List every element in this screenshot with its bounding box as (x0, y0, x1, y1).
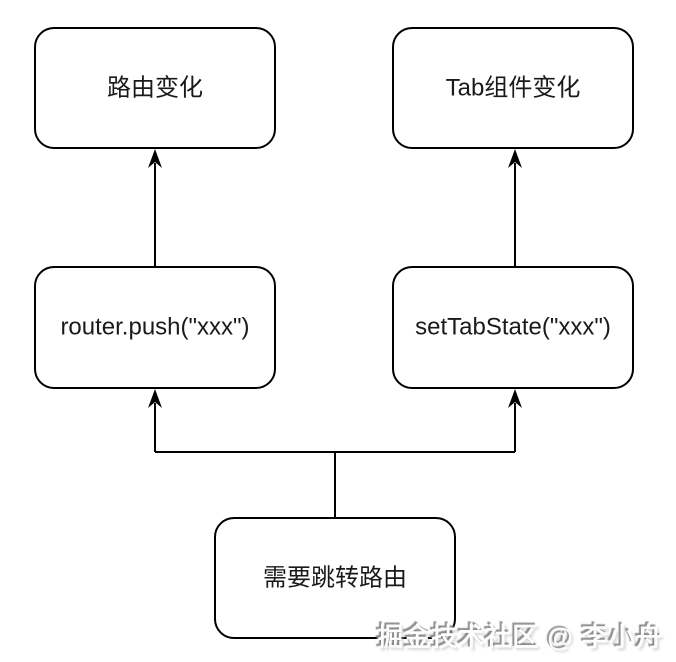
node-label: Tab组件变化 (446, 75, 581, 102)
node-box (392, 266, 634, 389)
arrow-up-icon (508, 149, 522, 168)
arrow-up-icon (148, 389, 162, 408)
edge-set-tab-state-to-tab-component-change (508, 149, 522, 267)
node-tab-component-change: Tab组件变化 (392, 27, 634, 149)
node-route-change: 路由变化 (34, 27, 276, 149)
node-label: setTabState("xxx") (415, 314, 611, 341)
node-label: 需要跳转路由 (263, 565, 407, 592)
node-box (214, 517, 456, 639)
node-box (34, 27, 276, 149)
edge-router-push-to-route-change (148, 149, 162, 267)
edge-need-route-jump-branch (148, 389, 522, 518)
node-label: 路由变化 (107, 75, 203, 102)
node-label: router.push("xxx") (60, 314, 249, 341)
node-need-route-jump: 需要跳转路由 (214, 517, 456, 639)
node-router-push: router.push("xxx") (34, 266, 276, 389)
arrow-up-icon (148, 149, 162, 168)
node-box (392, 27, 634, 149)
arrow-up-icon (508, 389, 522, 408)
node-box (34, 266, 276, 389)
node-set-tab-state: setTabState("xxx") (392, 266, 634, 389)
